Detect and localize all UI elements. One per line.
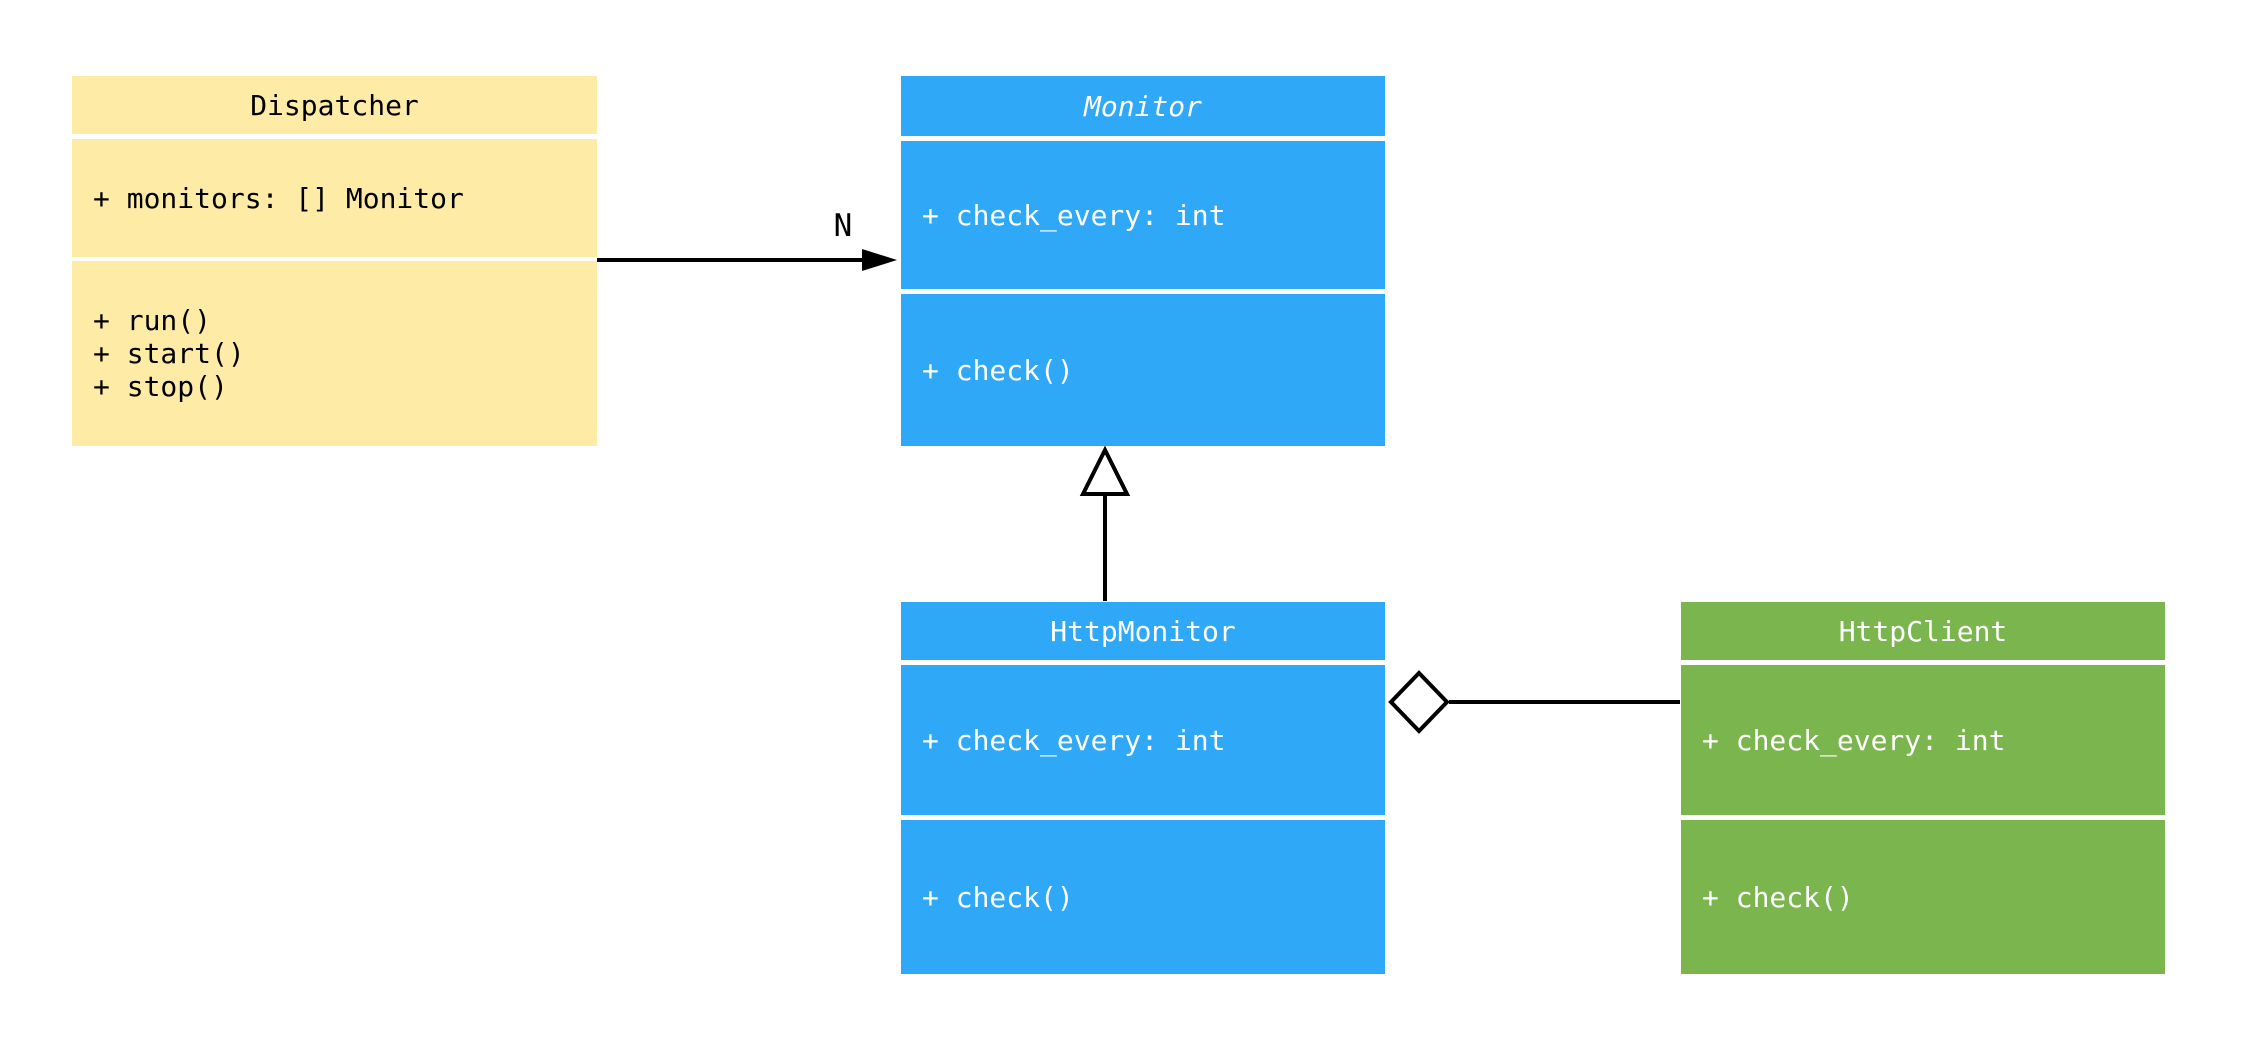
attribute-item: + check_every: int [1702, 723, 2006, 757]
method-item: + check() [1702, 880, 1854, 914]
class-box-httpclient: HttpClient + check_every: int + check() [1681, 602, 2165, 974]
attributes-compartment: + monitors: [] Monitor [72, 139, 597, 257]
class-title: Monitor [901, 76, 1385, 136]
method-item: + check() [922, 880, 1074, 914]
methods-compartment: + check() [901, 820, 1385, 974]
association-multiplicity-label: N [833, 208, 853, 244]
class-title: HttpClient [1681, 602, 2165, 660]
method-item: + start() [93, 337, 245, 370]
class-box-dispatcher: Dispatcher + monitors: [] Monitor + run(… [72, 76, 597, 446]
method-item: + run() [93, 304, 212, 337]
class-box-httpmonitor: HttpMonitor + check_every: int + check() [901, 602, 1385, 974]
class-box-monitor: Monitor + check_every: int + check() [901, 76, 1385, 446]
attribute-item: + monitors: [] Monitor [93, 181, 464, 215]
class-title: Dispatcher [72, 76, 597, 134]
methods-compartment: + check() [901, 294, 1385, 446]
attribute-item: + check_every: int [922, 198, 1226, 232]
generalization-triangle-icon [1079, 445, 1131, 496]
aggregation-diamond-icon [1388, 670, 1450, 734]
attributes-compartment: + check_every: int [901, 665, 1385, 815]
class-title: HttpMonitor [901, 602, 1385, 660]
method-item: + check() [922, 353, 1074, 387]
method-item: + stop() [93, 370, 228, 403]
methods-compartment: + check() [1681, 820, 2165, 974]
attributes-compartment: + check_every: int [1681, 665, 2165, 815]
attribute-item: + check_every: int [922, 723, 1226, 757]
methods-compartment: + run() + start() + stop() [72, 261, 597, 446]
attributes-compartment: + check_every: int [901, 141, 1385, 289]
association-arrowhead-icon [862, 249, 897, 271]
